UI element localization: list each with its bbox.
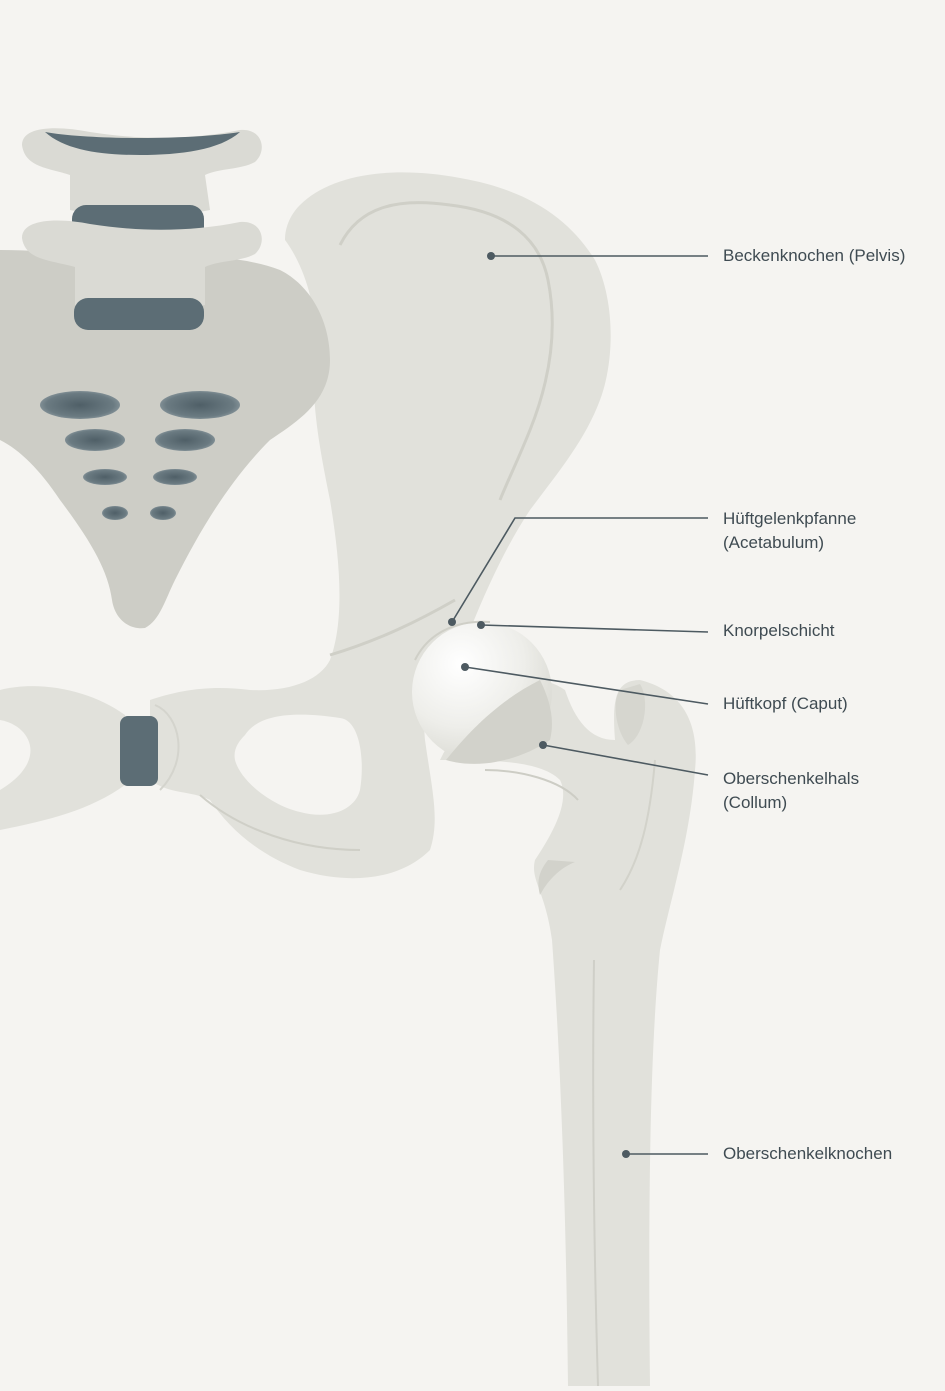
leader-dot xyxy=(461,663,469,671)
leader-dot xyxy=(622,1150,630,1158)
sacral-foramen xyxy=(40,391,120,419)
leader-dot xyxy=(477,621,485,629)
label-femoral-neck-line1: Oberschenkelhals xyxy=(723,767,859,791)
sacral-foramen xyxy=(160,391,240,419)
femur xyxy=(440,680,696,1386)
label-femoral-neck-line2: (Collum) xyxy=(723,791,787,815)
leader-dot xyxy=(448,618,456,626)
sacral-foramen xyxy=(65,429,125,451)
leader-dot xyxy=(539,741,547,749)
label-acetabulum-line2: (Acetabulum) xyxy=(723,531,824,555)
pubic-symphysis xyxy=(120,716,158,786)
label-cartilage: Knorpelschicht xyxy=(723,619,835,643)
label-pelvis: Beckenknochen (Pelvis) xyxy=(723,244,905,268)
sacral-foramen xyxy=(150,506,176,520)
femur-bone xyxy=(440,680,696,1386)
label-femoral-head: Hüftkopf (Caput) xyxy=(723,692,848,716)
intervertebral-disc-lower xyxy=(74,298,204,330)
sacral-foramen xyxy=(83,469,127,485)
leader-dot xyxy=(487,252,495,260)
sacral-foramen xyxy=(153,469,197,485)
label-acetabulum-line1: Hüftgelenkpfanne xyxy=(723,507,856,531)
sacral-foramen xyxy=(155,429,215,451)
sacral-foramen xyxy=(102,506,128,520)
hip-joint xyxy=(412,622,552,764)
label-femur: Oberschenkelknochen xyxy=(723,1142,892,1166)
